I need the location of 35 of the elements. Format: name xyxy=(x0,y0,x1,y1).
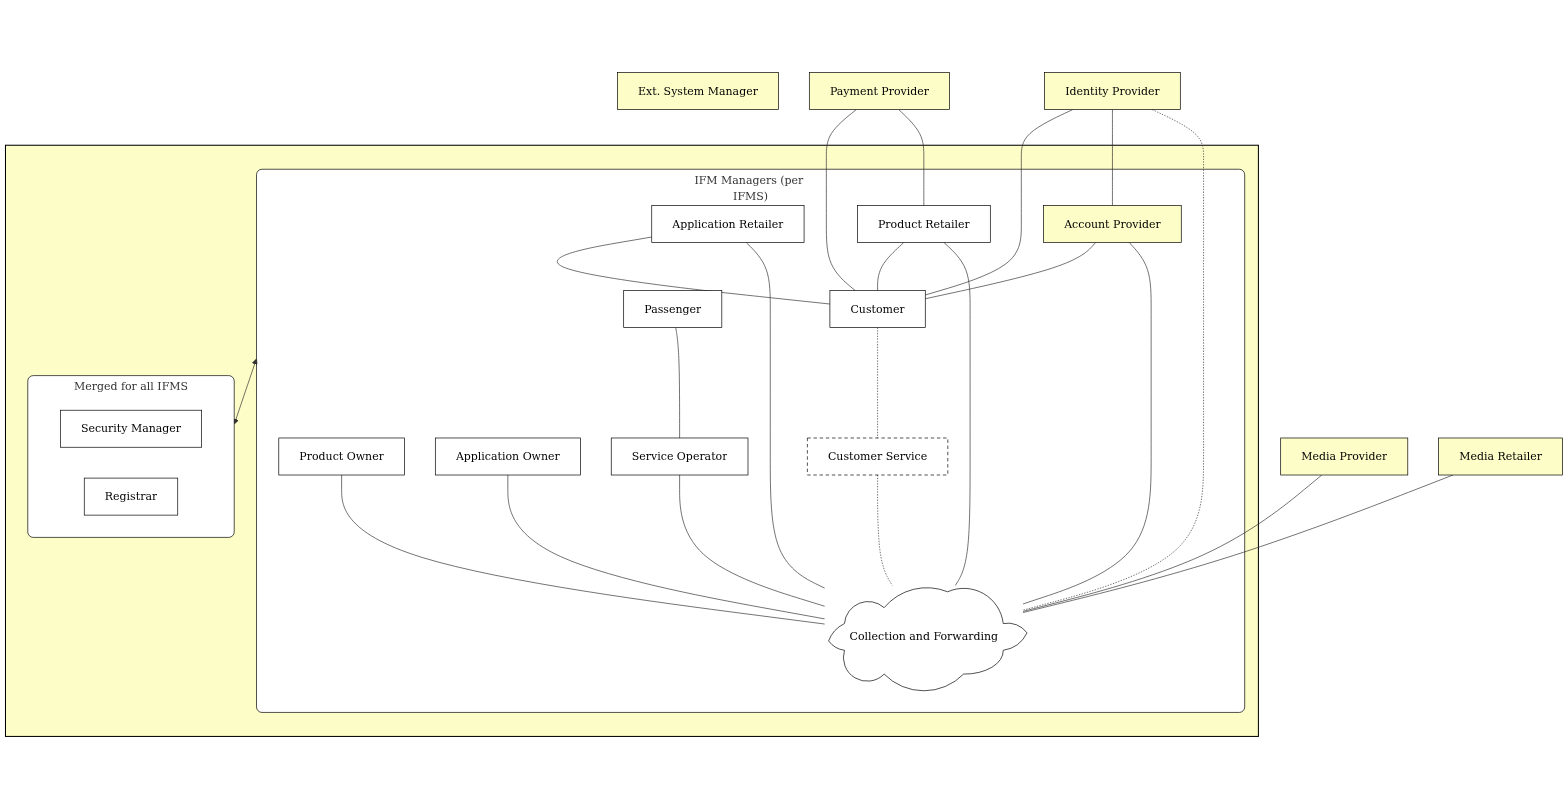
node-box: Customer xyxy=(829,290,926,328)
connector xyxy=(557,236,831,305)
connector xyxy=(877,474,893,586)
connector xyxy=(898,109,925,206)
connector xyxy=(826,109,857,291)
connector xyxy=(877,327,878,439)
connector xyxy=(1112,109,1113,206)
node-box: Product Owner xyxy=(278,437,405,476)
node-box: Payment Provider xyxy=(808,72,950,110)
connector xyxy=(943,242,971,586)
node-box: Account Provider xyxy=(1043,205,1182,243)
node-box: Media Retailer xyxy=(1438,437,1563,476)
connector xyxy=(1022,474,1323,612)
node-box: Media Provider xyxy=(1280,437,1409,476)
connector xyxy=(507,474,825,620)
node-box: Product Retailer xyxy=(857,205,991,243)
connector xyxy=(341,474,825,625)
connector xyxy=(924,109,1074,296)
node-box: Security Manager xyxy=(60,409,202,448)
node-box: Ext. System Manager xyxy=(617,72,779,110)
connector xyxy=(679,474,825,607)
connector xyxy=(877,242,905,291)
node-box: Service Operator xyxy=(610,437,749,476)
node-box: Application Owner xyxy=(434,437,581,476)
node-box: Registrar xyxy=(83,477,179,516)
connector xyxy=(924,242,1096,300)
node-box: Identity Provider xyxy=(1044,72,1181,110)
connector xyxy=(675,327,680,439)
connector xyxy=(1022,109,1204,611)
connector xyxy=(746,242,825,589)
node-box: Application Retailer xyxy=(651,205,805,243)
node-box: Customer Service xyxy=(807,437,949,476)
node-box: Passenger xyxy=(623,290,723,328)
connector xyxy=(1022,242,1152,605)
cluster xyxy=(4,144,1259,737)
